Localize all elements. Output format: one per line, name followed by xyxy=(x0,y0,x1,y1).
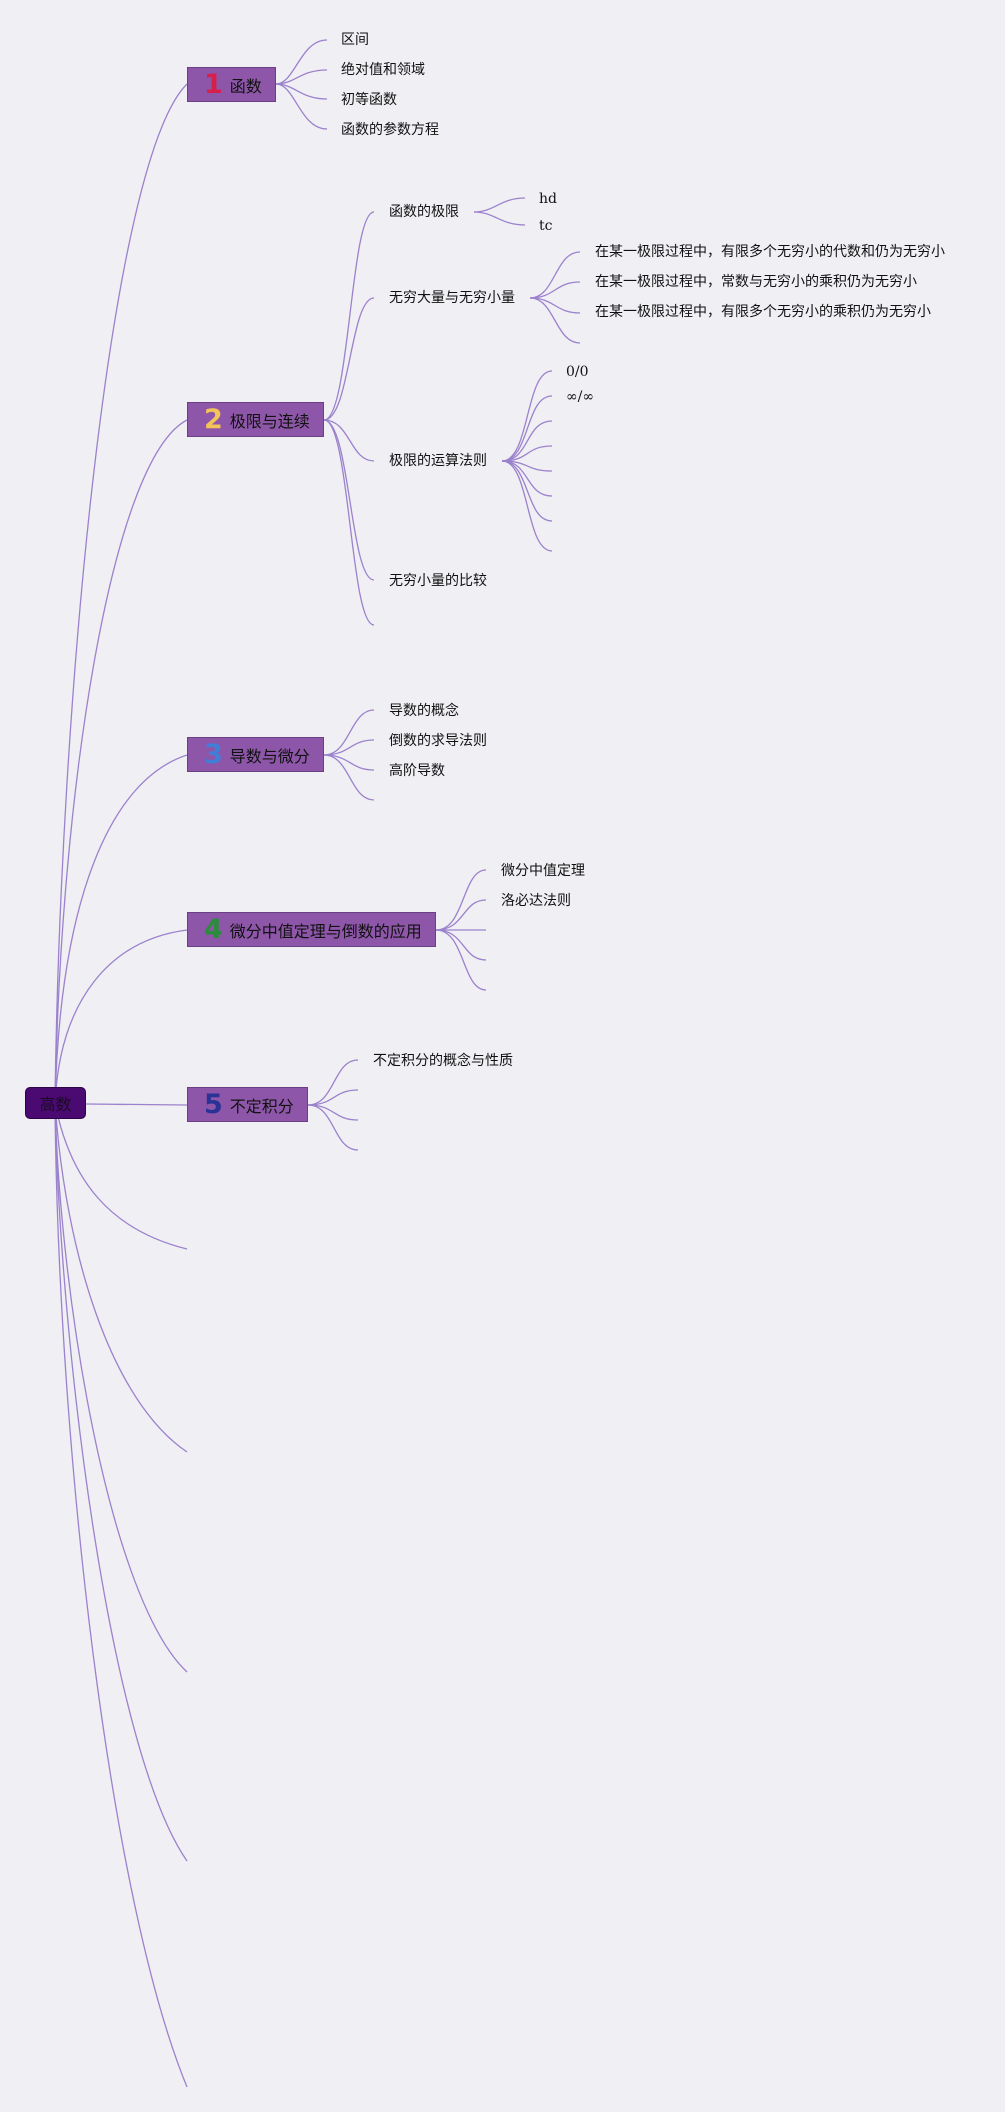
connector xyxy=(501,370,553,462)
connector xyxy=(501,460,553,522)
topic-node-1[interactable]: 1 函数 xyxy=(187,67,276,102)
leaf-node[interactable]: 倒数的求导法则 xyxy=(389,733,487,749)
connector xyxy=(435,869,487,931)
topic-number-2: 2 xyxy=(204,404,223,435)
connector xyxy=(501,460,553,497)
connector xyxy=(54,1102,188,1453)
connector xyxy=(501,460,553,552)
connector xyxy=(307,1059,359,1106)
leaf-node[interactable]: tc xyxy=(539,218,553,234)
connector xyxy=(529,251,581,299)
subtopic-node[interactable]: 无穷小量的比较 xyxy=(389,573,487,589)
connector xyxy=(275,39,328,85)
connector xyxy=(323,419,375,581)
connector xyxy=(54,1102,188,1250)
connector xyxy=(54,419,188,1104)
connector xyxy=(54,1102,188,1862)
leaf-node[interactable]: 函数的参数方程 xyxy=(341,122,439,138)
connector xyxy=(435,899,487,931)
connector xyxy=(54,1102,188,2088)
leaf-node[interactable]: 在某一极限过程中，有限多个无穷小的乘积仍为无穷小 xyxy=(595,304,931,320)
connector xyxy=(323,211,375,421)
leaf-node[interactable]: ∞/∞ xyxy=(566,389,595,405)
leaf-node[interactable]: 在某一极限过程中，常数与无穷小的乘积仍为无穷小 xyxy=(595,274,917,290)
connector xyxy=(501,395,553,462)
connector xyxy=(435,929,487,961)
subtopic-node[interactable]: 函数的极限 xyxy=(389,204,459,220)
connector xyxy=(323,754,375,771)
topic-node-4[interactable]: 4 微分中值定理与倒数的应用 xyxy=(187,912,436,947)
root-node[interactable]: 高数 xyxy=(25,1087,86,1119)
connector xyxy=(54,754,188,1104)
connector xyxy=(501,445,553,462)
leaf-node[interactable]: 导数的概念 xyxy=(389,703,459,719)
connector xyxy=(435,929,487,991)
topic-label-1: 函数 xyxy=(229,76,262,96)
connector xyxy=(307,1104,359,1121)
connector xyxy=(85,1103,188,1106)
topic-node-3[interactable]: 3 导数与微分 xyxy=(187,737,324,772)
connector xyxy=(473,197,526,213)
topic-number-4: 4 xyxy=(204,914,223,945)
topic-label-2: 极限与连续 xyxy=(229,411,310,431)
leaf-node[interactable]: 不定积分的概念与性质 xyxy=(373,1053,513,1069)
subtopic-node[interactable]: 无穷大量与无穷小量 xyxy=(389,290,515,306)
leaf-node[interactable]: 区间 xyxy=(341,32,369,48)
topic-label-3: 导数与微分 xyxy=(229,746,310,766)
topic-number-5: 5 xyxy=(204,1089,223,1120)
leaf-node[interactable]: 初等函数 xyxy=(341,92,397,108)
leaf-node[interactable]: 在某一极限过程中，有限多个无穷小的代数和仍为无穷小 xyxy=(595,244,945,260)
leaf-node[interactable]: 微分中值定理 xyxy=(501,863,585,879)
leaf-node[interactable]: 绝对值和领域 xyxy=(341,62,425,78)
connector xyxy=(307,1089,359,1106)
connector xyxy=(323,419,375,626)
topic-label-5: 不定积分 xyxy=(229,1096,294,1116)
leaf-node[interactable]: hd xyxy=(539,191,557,207)
connector xyxy=(473,211,526,226)
connector xyxy=(323,739,375,756)
connector xyxy=(54,83,188,1104)
connector xyxy=(323,709,375,756)
topic-number-3: 3 xyxy=(204,739,223,770)
connector xyxy=(307,1104,359,1151)
connector xyxy=(529,281,581,299)
connector xyxy=(54,929,188,1104)
leaf-node[interactable]: 0/0 xyxy=(566,364,589,380)
connector xyxy=(529,297,581,344)
connector xyxy=(275,83,328,130)
topic-node-5[interactable]: 5 不定积分 xyxy=(187,1087,308,1122)
connector xyxy=(275,69,328,85)
leaf-node[interactable]: 洛必达法则 xyxy=(501,893,571,909)
connector xyxy=(323,297,375,421)
topic-node-2[interactable]: 2 极限与连续 xyxy=(187,402,324,437)
subtopic-node[interactable]: 极限的运算法则 xyxy=(389,453,487,469)
topic-label-4: 微分中值定理与倒数的应用 xyxy=(229,921,422,941)
connector xyxy=(54,1102,188,1673)
connector xyxy=(323,754,375,801)
leaf-node[interactable]: 高阶导数 xyxy=(389,763,445,779)
root-label: 高数 xyxy=(39,1095,72,1114)
connector xyxy=(501,420,553,462)
connector xyxy=(323,419,375,462)
topic-number-1: 1 xyxy=(204,69,223,100)
